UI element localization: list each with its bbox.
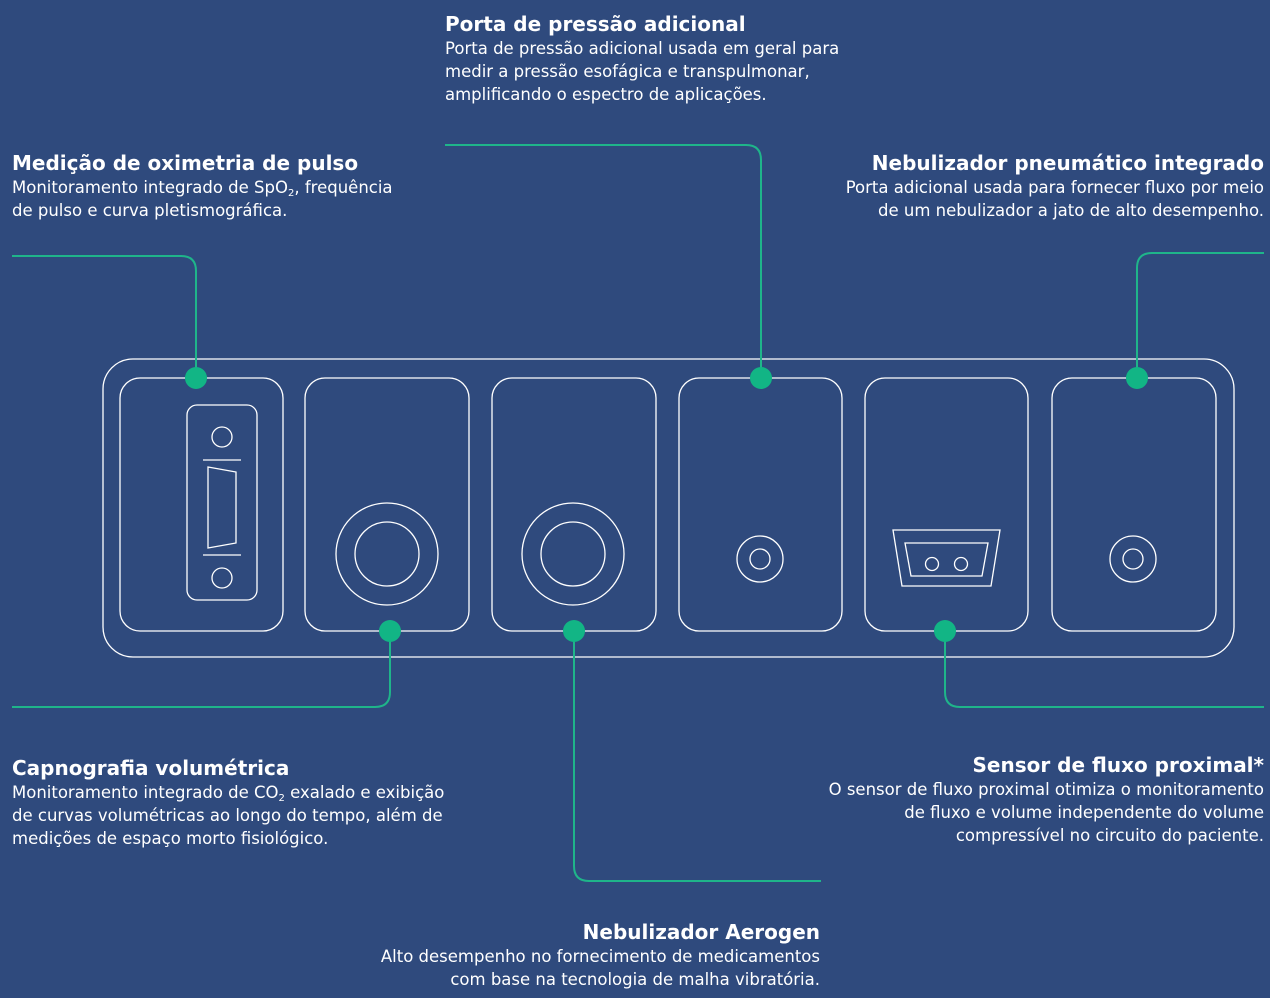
- dot-aerogen: [563, 620, 585, 642]
- callout-text: com base na tecnologia de malha vibratór…: [450, 970, 820, 989]
- callout-title: Medição de oximetria de pulso: [12, 151, 359, 175]
- flow-sensor-port-module: [864, 377, 1029, 632]
- co2-port-icon: [335, 502, 439, 606]
- co2-port-module: [304, 377, 470, 632]
- callout-text: Porta adicional usada para fornecer flux…: [845, 178, 1264, 197]
- callout-flow-sensor: Sensor de fluxo proximal* O sensor de fl…: [829, 752, 1264, 847]
- callout-text: Porta de pressão adicional usada em gera…: [445, 39, 840, 58]
- callout-text: medir a pressão esofágica e transpulmona…: [445, 62, 810, 81]
- aerogen-port-icon: [521, 502, 625, 606]
- callout-text: de um nebulizador a jato de alto desempe…: [878, 201, 1264, 220]
- callout-text: Monitoramento integrado de SpO2, frequên…: [12, 178, 393, 199]
- leader-line-capnography: [12, 631, 391, 708]
- leader-line-pressure: [445, 144, 762, 378]
- callout-text: O sensor de fluxo proximal otimiza o mon…: [828, 780, 1264, 799]
- callout-capnography: Capnografia volumétrica Monitoramento in…: [12, 755, 444, 850]
- callout-pressure-port: Porta de pressão adicional Porta de pres…: [445, 11, 839, 106]
- callout-text: de fluxo e volume independente do volume: [904, 803, 1264, 822]
- pressure-port-module: [678, 377, 843, 632]
- callout-title: Porta de pressão adicional: [445, 12, 746, 36]
- callout-text: compressível no circuito do paciente.: [955, 826, 1264, 845]
- dot-capnography: [379, 620, 401, 642]
- leader-line-nebulizer: [1136, 252, 1264, 378]
- callout-title: Nebulizador Aerogen: [582, 920, 820, 944]
- callout-aerogen: Nebulizador Aerogen Alto desempenho no f…: [381, 919, 820, 991]
- leader-line-oximetry: [12, 255, 197, 378]
- callout-title: Sensor de fluxo proximal*: [972, 753, 1264, 777]
- callout-pneumatic-nebulizer: Nebulizador pneumático integrado Porta a…: [846, 150, 1264, 222]
- callout-text: de curvas volumétricas ao longo do tempo…: [12, 806, 443, 825]
- callout-text: medições de espaço morto fisiológico.: [12, 829, 329, 848]
- dot-nebulizer: [1126, 367, 1148, 389]
- callout-text: de pulso e curva pletismográfica.: [12, 201, 288, 220]
- nebulizer-port-module: [1051, 377, 1217, 632]
- callout-text: amplificando o espectro de aplicações.: [445, 85, 767, 104]
- callout-text: Alto desempenho no fornecimento de medic…: [380, 947, 820, 966]
- panel-outline: [102, 358, 1235, 658]
- pressure-port-icon: [736, 535, 784, 583]
- aerogen-port-module: [491, 377, 657, 632]
- callout-oximetry: Medição de oximetria de pulso Monitorame…: [12, 150, 393, 222]
- spo2-port-module: [119, 377, 284, 632]
- nebulizer-port-icon: [1109, 535, 1157, 583]
- leader-line-aerogen: [573, 631, 821, 882]
- flow-sensor-connector-icon: [892, 529, 1001, 587]
- callout-title: Capnografia volumétrica: [12, 756, 290, 780]
- dot-flow-sensor: [934, 620, 956, 642]
- dot-oximetry: [185, 367, 207, 389]
- leader-line-flow-sensor: [944, 631, 1264, 708]
- callout-text: Monitoramento integrado de CO2 exalado e…: [12, 783, 445, 804]
- spo2-connector-icon: [186, 404, 258, 601]
- dot-pressure: [750, 367, 772, 389]
- callout-title: Nebulizador pneumático integrado: [871, 151, 1264, 175]
